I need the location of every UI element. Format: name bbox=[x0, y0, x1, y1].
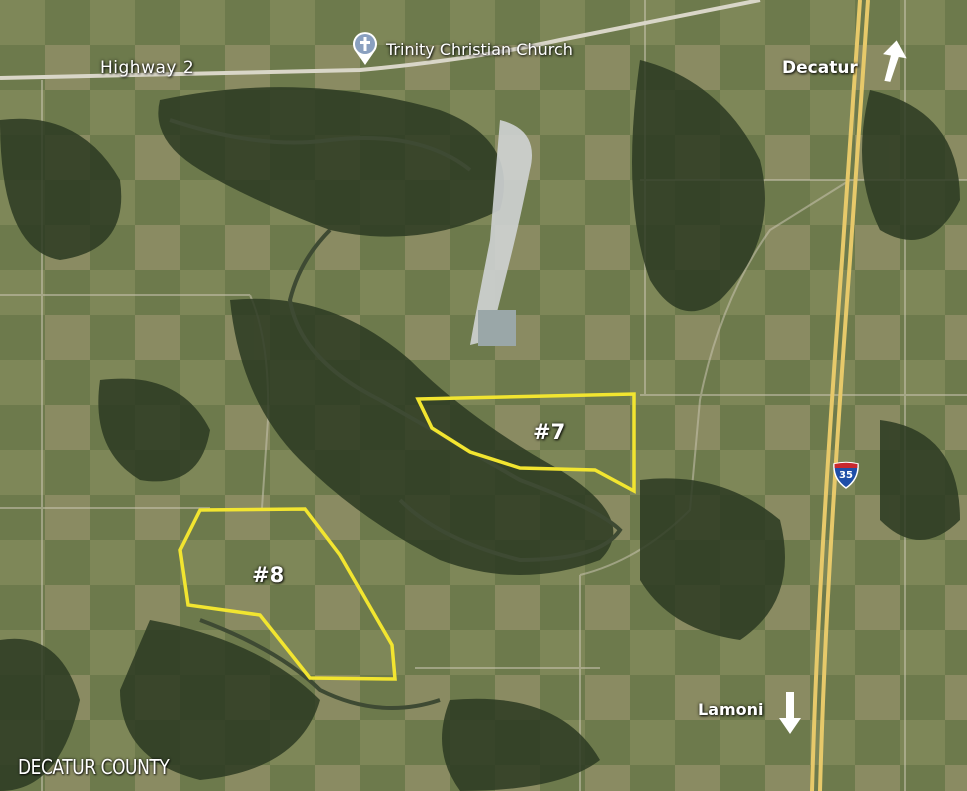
lamoni-label: Lamoni bbox=[698, 700, 764, 719]
arrow-up-icon bbox=[883, 40, 907, 82]
woodland bbox=[0, 60, 960, 791]
interstate-35-road bbox=[810, 0, 862, 791]
parcel-7-label: #7 bbox=[533, 420, 566, 444]
decatur-label: Decatur bbox=[782, 58, 858, 78]
parcel-8-label: #8 bbox=[252, 563, 285, 587]
highway-2-label: Highway 2 bbox=[100, 58, 195, 78]
church-poi[interactable]: Trinity Christian Church bbox=[352, 32, 573, 66]
highway-2-road bbox=[0, 0, 761, 80]
cross-pin-icon bbox=[353, 32, 377, 65]
parcel-7-outline[interactable] bbox=[415, 392, 636, 494]
river bbox=[169, 118, 623, 710]
interstate-shield-icon bbox=[833, 461, 859, 489]
parcel-8-outline[interactable] bbox=[178, 507, 397, 681]
arrow-down-icon bbox=[779, 692, 801, 734]
interstate-shield: 35 bbox=[832, 461, 860, 489]
interstate-35-road-2 bbox=[818, 0, 870, 791]
quarry-pit bbox=[478, 310, 516, 346]
interstate-number: 35 bbox=[839, 470, 853, 481]
church-name: Trinity Christian Church bbox=[386, 39, 573, 59]
quarry bbox=[470, 120, 532, 345]
county-label: DECATUR COUNTY bbox=[18, 755, 170, 779]
